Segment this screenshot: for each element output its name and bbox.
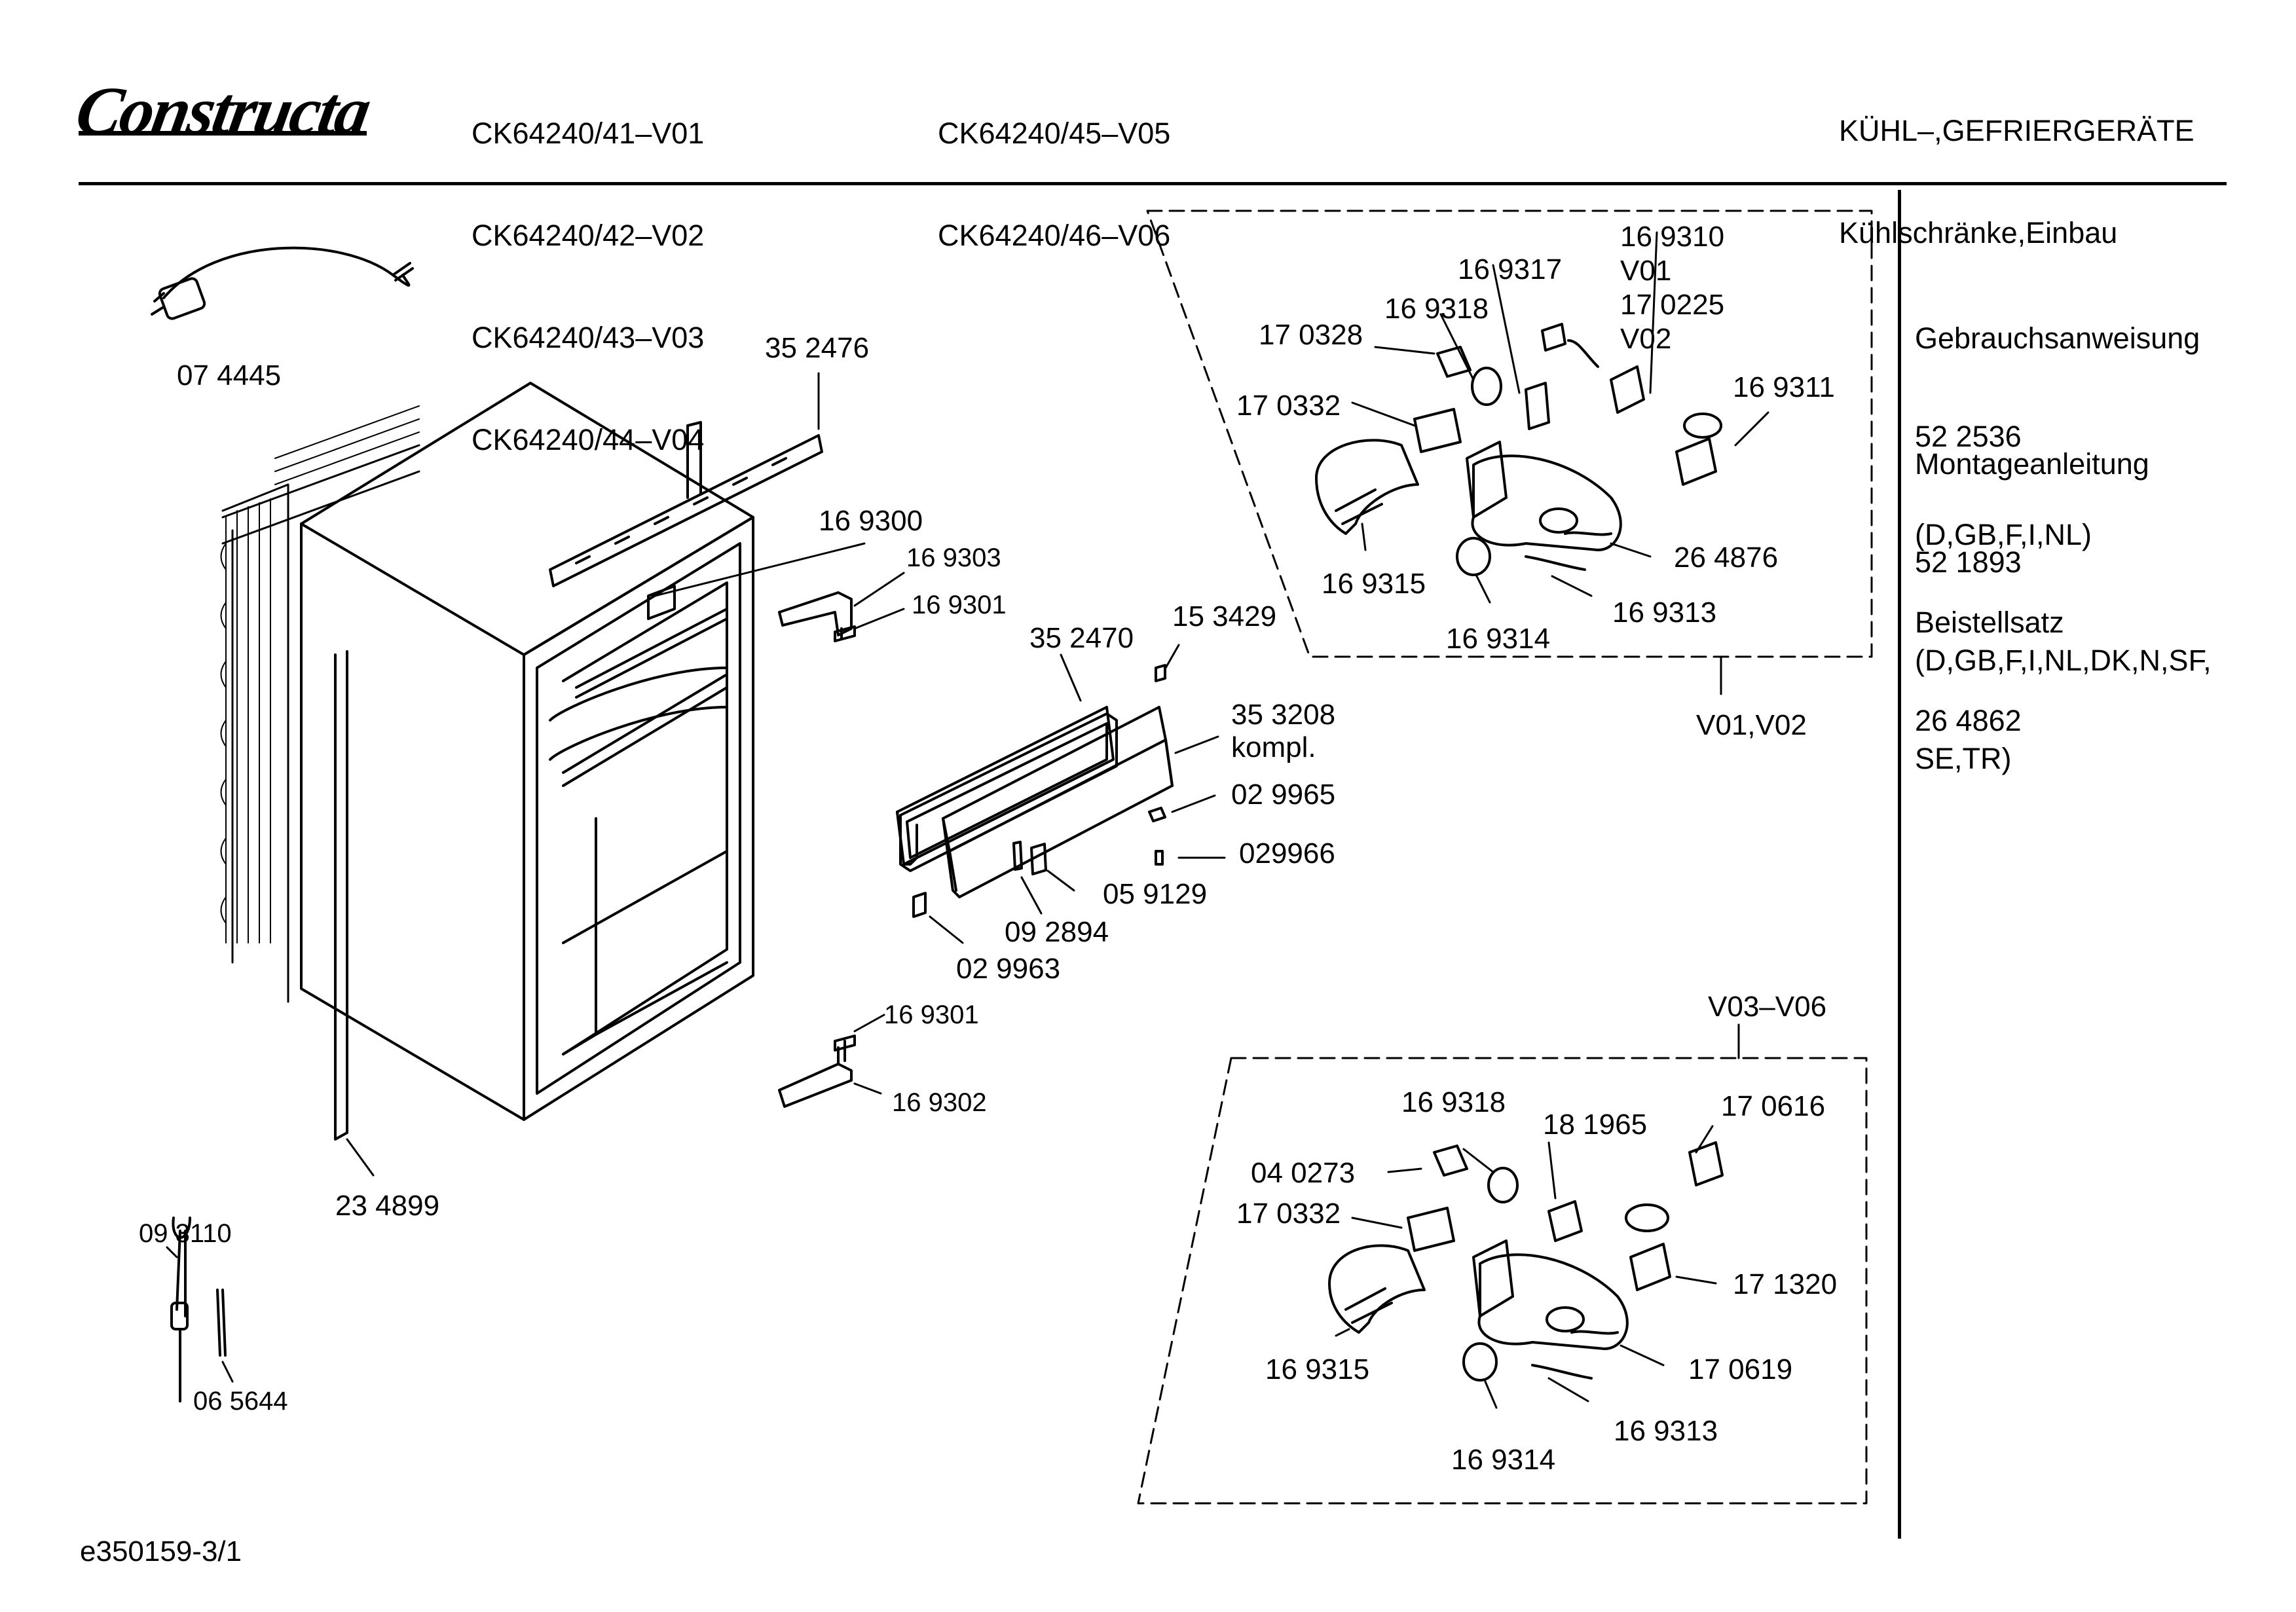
light-housing-upper (1315, 323, 1722, 576)
label-35-2476: 35 2476 (765, 332, 870, 364)
cabinet-body (300, 382, 754, 1121)
models-column-1: CK64240/41–V01 CK64240/42–V02 CK64240/43… (472, 48, 704, 491)
label-16-9313: 16 9313 (1612, 596, 1717, 629)
label-16-9301-top: 16 9301 (912, 591, 1007, 619)
label-17-0619: 17 0619 (1688, 1353, 1793, 1385)
detail-box-v03 (1137, 1057, 1868, 1505)
power-cord-part (151, 246, 414, 320)
label-23-4899: 23 4899 (335, 1190, 440, 1222)
label-17-0332: 17 0332 (1236, 390, 1341, 422)
model-line: CK64240/46–V06 (938, 219, 1171, 252)
sidebar-kit: Beistellsatz 26 4862 (1915, 541, 2064, 770)
label-09-2894: 09 2894 (1005, 916, 1109, 948)
label-029966: 029966 (1239, 837, 1335, 870)
label-02-9965: 02 9965 (1231, 779, 1336, 811)
install-langs-1: (D,GB,F,I,NL,DK,N,SF, (1915, 644, 2212, 677)
label-17-0332-lower: 17 0332 (1236, 1198, 1341, 1230)
models-column-2: CK64240/45–V05 CK64240/46–V06 (938, 48, 1170, 287)
label-02-9963: 02 9963 (956, 953, 1061, 985)
label-16-9314-lower: 16 9314 (1451, 1444, 1556, 1476)
hardware-parts (912, 664, 1166, 918)
category-block: KÜHL–,GEFRIERGERÄTE Kühlschränke,Einbau (1839, 46, 2194, 284)
model-line: CK64240/41–V01 (472, 117, 705, 150)
label-v01: V01 (1620, 255, 1672, 287)
install-langs-2: SE,TR) (1915, 742, 2012, 775)
label-17-0616: 17 0616 (1721, 1090, 1826, 1122)
model-line: CK64240/42–V02 (472, 219, 705, 252)
label-17-0328: 17 0328 (1259, 319, 1363, 351)
label-15-3429: 15 3429 (1172, 600, 1277, 632)
door-seal-part (896, 706, 1118, 872)
category-line-1: KÜHL–,GEFRIERGERÄTE (1839, 114, 2194, 147)
label-17-0225: 17 0225 (1620, 289, 1725, 321)
label-16-9315: 16 9315 (1322, 568, 1426, 600)
condenser-fins (220, 405, 420, 943)
leader-lines (166, 231, 1769, 1409)
sidebar-divider (1898, 190, 1901, 1539)
top-rail-part (549, 421, 823, 587)
label-v02: V02 (1620, 323, 1672, 355)
model-line: CK64240/44–V04 (472, 423, 705, 456)
label-06-5644: 06 5644 (193, 1387, 288, 1416)
sidebar-manual: Gebrauchsanweisung 52 2536 (D,GB,F,I,NL) (1915, 257, 2200, 584)
label-16-9311: 16 9311 (1733, 371, 1835, 403)
door-panel-part (942, 706, 1174, 898)
label-16-9301-bottom: 16 9301 (884, 1000, 979, 1029)
category-line-2: Kühlschränke,Einbau (1839, 216, 2118, 249)
light-housing-lower (1328, 1141, 1724, 1382)
label-16-9313-lower: 16 9313 (1614, 1415, 1718, 1447)
label-35-3208-kompl: kompl. (1231, 731, 1316, 763)
sidebar-install: Montageanleitung 52 1893 (D,GB,F,I,NL,DK… (1915, 382, 2212, 808)
label-16-9318: 16 9318 (1384, 293, 1489, 325)
hinge-top-part (778, 591, 856, 642)
label-35-3208: 35 3208 (1231, 699, 1336, 731)
label-variant-v03-v06: V03–V06 (1708, 991, 1827, 1023)
kit-number: 26 4862 (1915, 704, 2022, 737)
manual-number: 52 2536 (1915, 420, 2022, 453)
label-17-1320: 17 1320 (1733, 1268, 1838, 1300)
label-16-9315-lower: 16 9315 (1265, 1353, 1370, 1385)
install-title: Montageanleitung (1915, 447, 2149, 481)
label-26-4876: 26 4876 (1674, 541, 1779, 574)
manual-title: Gebrauchsanweisung (1915, 321, 2200, 355)
hinge-bottom-part (778, 1035, 856, 1108)
label-variant-v01-v02: V01,V02 (1696, 709, 1807, 741)
model-line: CK64240/43–V03 (472, 321, 705, 354)
header-rule (79, 182, 2227, 185)
kit-title: Beistellsatz (1915, 606, 2064, 639)
label-16-9303: 16 9303 (906, 543, 1001, 572)
manual-langs: (D,GB,F,I,NL) (1915, 518, 2092, 551)
drawing-code: e350159-3/1 (80, 1535, 242, 1567)
label-16-9302: 16 9302 (892, 1088, 987, 1117)
label-16-9310: 16 9310 (1620, 221, 1725, 253)
label-05-9129: 05 9129 (1103, 878, 1208, 910)
label-16-9318-lower: 16 9318 (1401, 1086, 1506, 1118)
label-04-0273: 04 0273 (1251, 1157, 1356, 1189)
install-number: 52 1893 (1915, 545, 2022, 579)
sensor-part (170, 1217, 227, 1402)
brand-logo-underline (79, 131, 367, 136)
label-35-2470: 35 2470 (1029, 622, 1134, 654)
label-07-4445: 07 4445 (177, 359, 282, 392)
label-16-9300: 16 9300 (819, 505, 923, 537)
control-part (647, 585, 676, 620)
side-trim-part (334, 650, 348, 1141)
label-16-9314: 16 9314 (1446, 623, 1551, 655)
label-18-1965: 18 1965 (1543, 1108, 1648, 1141)
label-16-9317: 16 9317 (1458, 253, 1563, 285)
label-09-3110: 09 3110 (139, 1219, 232, 1248)
condenser-part (221, 444, 420, 1003)
detail-box-v01 (1146, 210, 1873, 658)
model-line: CK64240/45–V05 (938, 117, 1171, 150)
